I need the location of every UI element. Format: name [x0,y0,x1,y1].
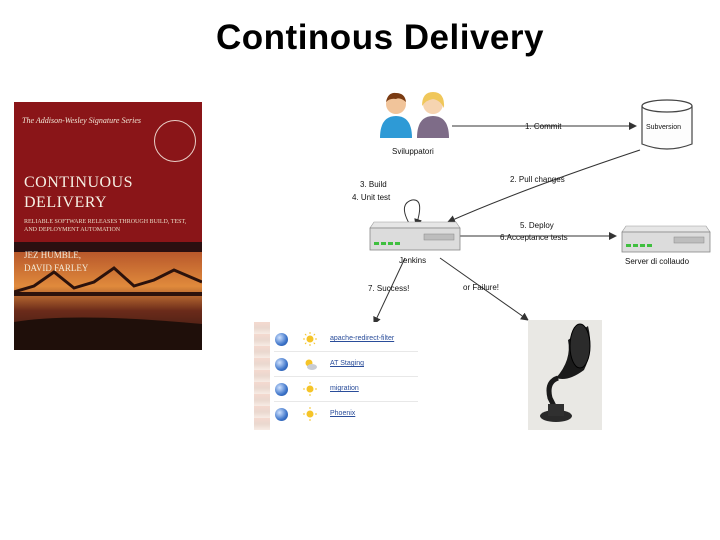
step-unit-test: 4. Unit test [352,193,390,202]
list-item[interactable]: migration [254,378,418,402]
sun-icon [303,332,317,346]
job-link[interactable]: apache-redirect-filter [330,335,394,342]
job-link[interactable]: AT Staging [330,360,364,367]
job-link[interactable]: Phoenix [330,410,355,417]
job-link[interactable]: migration [330,385,359,392]
step-deploy: 5. Deploy [520,221,554,230]
step-success: 7. Success! [368,284,409,293]
list-item[interactable]: apache-redirect-filter [254,328,418,352]
blue-ball-icon [275,333,288,346]
step-acceptance: 6.Acceptance tests [500,233,568,242]
arrow-pull [448,150,640,222]
sun-icon [303,407,317,421]
job-list: apache-redirect-filter AT Staging migrat… [254,322,418,430]
step-commit: 1. Commit [525,122,561,131]
blue-ball-icon [275,383,288,396]
gramophone-horn-icon [528,320,602,430]
sun-icon [303,382,317,396]
step-build: 3. Build [360,180,387,189]
list-item[interactable]: AT Staging [254,353,418,377]
step-failure: or Failure! [463,283,499,292]
cloudy-sun-icon [303,357,317,371]
blue-ball-icon [275,408,288,421]
blue-ball-icon [275,358,288,371]
people-icon [378,90,452,144]
test-server-label: Server di collaudo [625,257,689,266]
developers-label: Sviluppatori [392,147,434,156]
svn-label: Subversion [646,124,681,131]
jenkins-label: Jenkins [399,256,426,265]
test-server-icon [620,222,712,254]
server-icon [368,218,462,252]
list-item[interactable]: Phoenix [254,403,418,427]
step-pull: 2. Pull changes [510,175,565,184]
